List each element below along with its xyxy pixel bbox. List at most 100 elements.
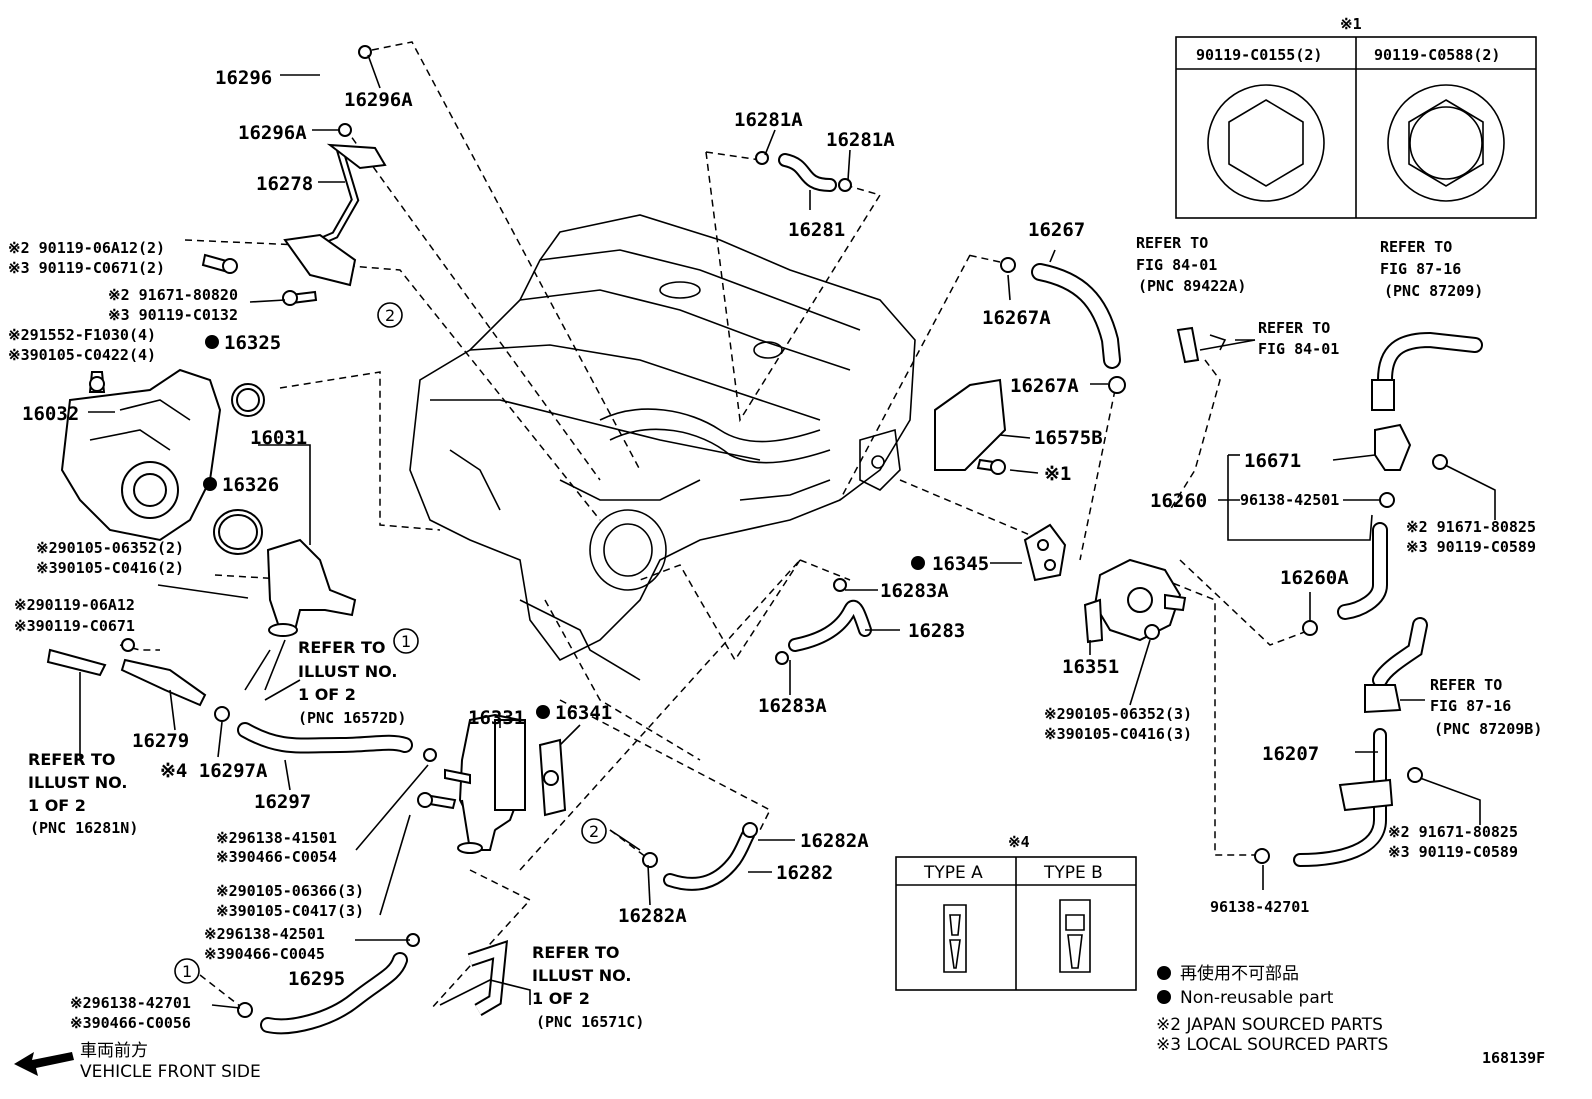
ref-note: (PNC 87209B) [1434,720,1542,738]
legend-dot [1157,966,1171,980]
ref-note: REFER TO [1136,234,1208,252]
label-16295: 16295 [288,968,345,990]
ref-note: 1 OF 2 [298,685,356,704]
table-x4-mark: ※4 [1008,833,1030,851]
label-16671: 16671 [1244,450,1301,472]
leader-lines [79,54,1496,1009]
label-bolt: ※296138-42501 [204,925,325,943]
label-16281: 16281 [788,219,845,241]
label-16282A: 16282A [800,830,869,852]
label-16345: 16345 [932,553,989,575]
ref-note: 1 OF 2 [532,989,590,1008]
label-bolt: ※290105-06366(3) [216,882,364,900]
ref-note: REFER TO [1380,238,1452,256]
label-16267A: 16267A [1010,375,1079,397]
label-16031: 16031 [250,427,307,449]
ref-note: REFER TO [28,750,116,769]
reference-notes: REFER TO FIG 84-01 (PNC 89422A) REFER TO… [28,234,1542,1031]
label-bolt: ※3 90119-C0671(2) [8,259,165,277]
part-labels: 16296 16296A 16296A 16278 ※2 90119-06A12… [8,67,1536,1032]
legend-non-reusable-jp: 再使用不可部品 [1180,963,1299,984]
ref-note: (PNC 16571C) [536,1013,644,1031]
ref-note: ILLUST NO. [532,966,632,985]
non-reusable-dot [911,556,925,570]
vehicle-front-indicator: 車両前方 VEHICLE FRONT SIDE [14,1041,261,1082]
ref-note: ILLUST NO. [298,662,398,681]
label-16283A: 16283A [758,695,827,717]
ref-note: (PNC 89422A) [1138,277,1246,295]
front-label-en: VEHICLE FRONT SIDE [80,1062,261,1082]
non-reusable-dot [205,335,219,349]
label-16260: 16260 [1150,490,1207,512]
bolt-type-table-x1: ※1 90119-C0155(2) 90119-C0588(2) [1175,15,1537,219]
label-16575B: 16575B [1034,427,1103,449]
label-bolt: ※290119-06A12 [14,596,135,614]
label-16341: 16341 [555,702,612,724]
legend-local-sourced: ※3 LOCAL SOURCED PARTS [1156,1035,1388,1055]
label-16279: 16279 [132,730,189,752]
ref-note: (PNC 16281N) [30,819,138,837]
ref-note: ILLUST NO. [28,773,128,792]
label-16267: 16267 [1028,219,1085,241]
label-bolt: ※390105-C0417(3) [216,902,364,920]
ref-note: FIG 87-16 [1380,260,1461,278]
ref-note: (PNC 87209) [1384,282,1483,300]
label-bolt: ※390466-C0054 [216,848,337,866]
ref-note: REFER TO [1430,676,1502,694]
ref-note: REFER TO [298,638,386,657]
front-arrow-icon [14,1052,74,1076]
engine-block-illustration [409,214,916,681]
label-bolt: ※296138-41501 [216,829,337,847]
ref-note: 1 OF 2 [28,796,86,815]
ref-note: FIG 87-16 [1430,697,1511,715]
ref-note: (PNC 16572D) [298,709,406,727]
label-16207: 16207 [1262,743,1319,765]
label-16032: 16032 [22,403,79,425]
circle-ref-2: 2 [385,306,395,325]
legend-japan-sourced: ※2 JAPAN SOURCED PARTS [1156,1015,1383,1035]
table-x4-col1: TYPE A [923,863,983,883]
hex-nut-icon [1228,99,1304,187]
label-bolt: ※296138-42701 [70,994,191,1012]
legend-dot [1157,990,1171,1004]
table-x4-col2: TYPE B [1043,863,1103,883]
assembly-guide-lines [119,41,1311,1011]
ref-note: FIG 84-01 [1258,340,1339,358]
label-16326: 16326 [222,474,279,496]
circled-refs: 2 1 2 1 [174,302,607,984]
circle-ref-1: 1 [401,632,411,651]
label-bolt: ※390105-C0416(3) [1044,725,1192,743]
label-16296: 16296 [215,67,272,89]
label-16283: 16283 [908,620,965,642]
label-bolt: ※3 90119-C0589 [1388,843,1518,861]
legend-non-reusable-en: Non-reusable part [1180,988,1334,1008]
label-bolt: ※3 90119-C0589 [1406,538,1536,556]
clip-type-table-x4: ※4 TYPE A TYPE B [895,833,1137,991]
label-16267A: 16267A [982,307,1051,329]
label-16282: 16282 [776,862,833,884]
ref-note: REFER TO [1258,319,1330,337]
front-label-jp: 車両前方 [80,1041,148,1061]
label-bolt: ※290105-06352(3) [1044,705,1192,723]
label-16325: 16325 [224,332,281,354]
label-16278: 16278 [256,173,313,195]
label-bolt: ※2 90119-06A12(2) [8,239,165,257]
table-x1-col2: 90119-C0588(2) [1374,46,1500,64]
legend: 再使用不可部品 Non-reusable part ※2 JAPAN SOURC… [1156,963,1545,1067]
label-clamp: 96138-42501 [1240,491,1339,509]
flange-nut-icon [1408,99,1484,187]
label-bolt: ※2 91671-80825 [1406,518,1536,536]
non-reusable-dot [536,705,550,719]
table-x1-mark: ※1 [1340,15,1362,33]
label-clamp: 96138-42701 [1210,898,1309,916]
label-16282A: 16282A [618,905,687,927]
label-bolt: ※390119-C0671 [14,617,135,635]
ref-note: FIG 84-01 [1136,256,1217,274]
label-16297: 16297 [254,791,311,813]
label-16297A: ※4 16297A [160,760,268,782]
label-bolt: ※390105-C0416(2) [36,559,184,577]
label-bolt: ※290105-06352(2) [36,539,184,557]
clip-type-b-icon [1059,899,1091,973]
circle-ref-2: 2 [589,822,599,841]
